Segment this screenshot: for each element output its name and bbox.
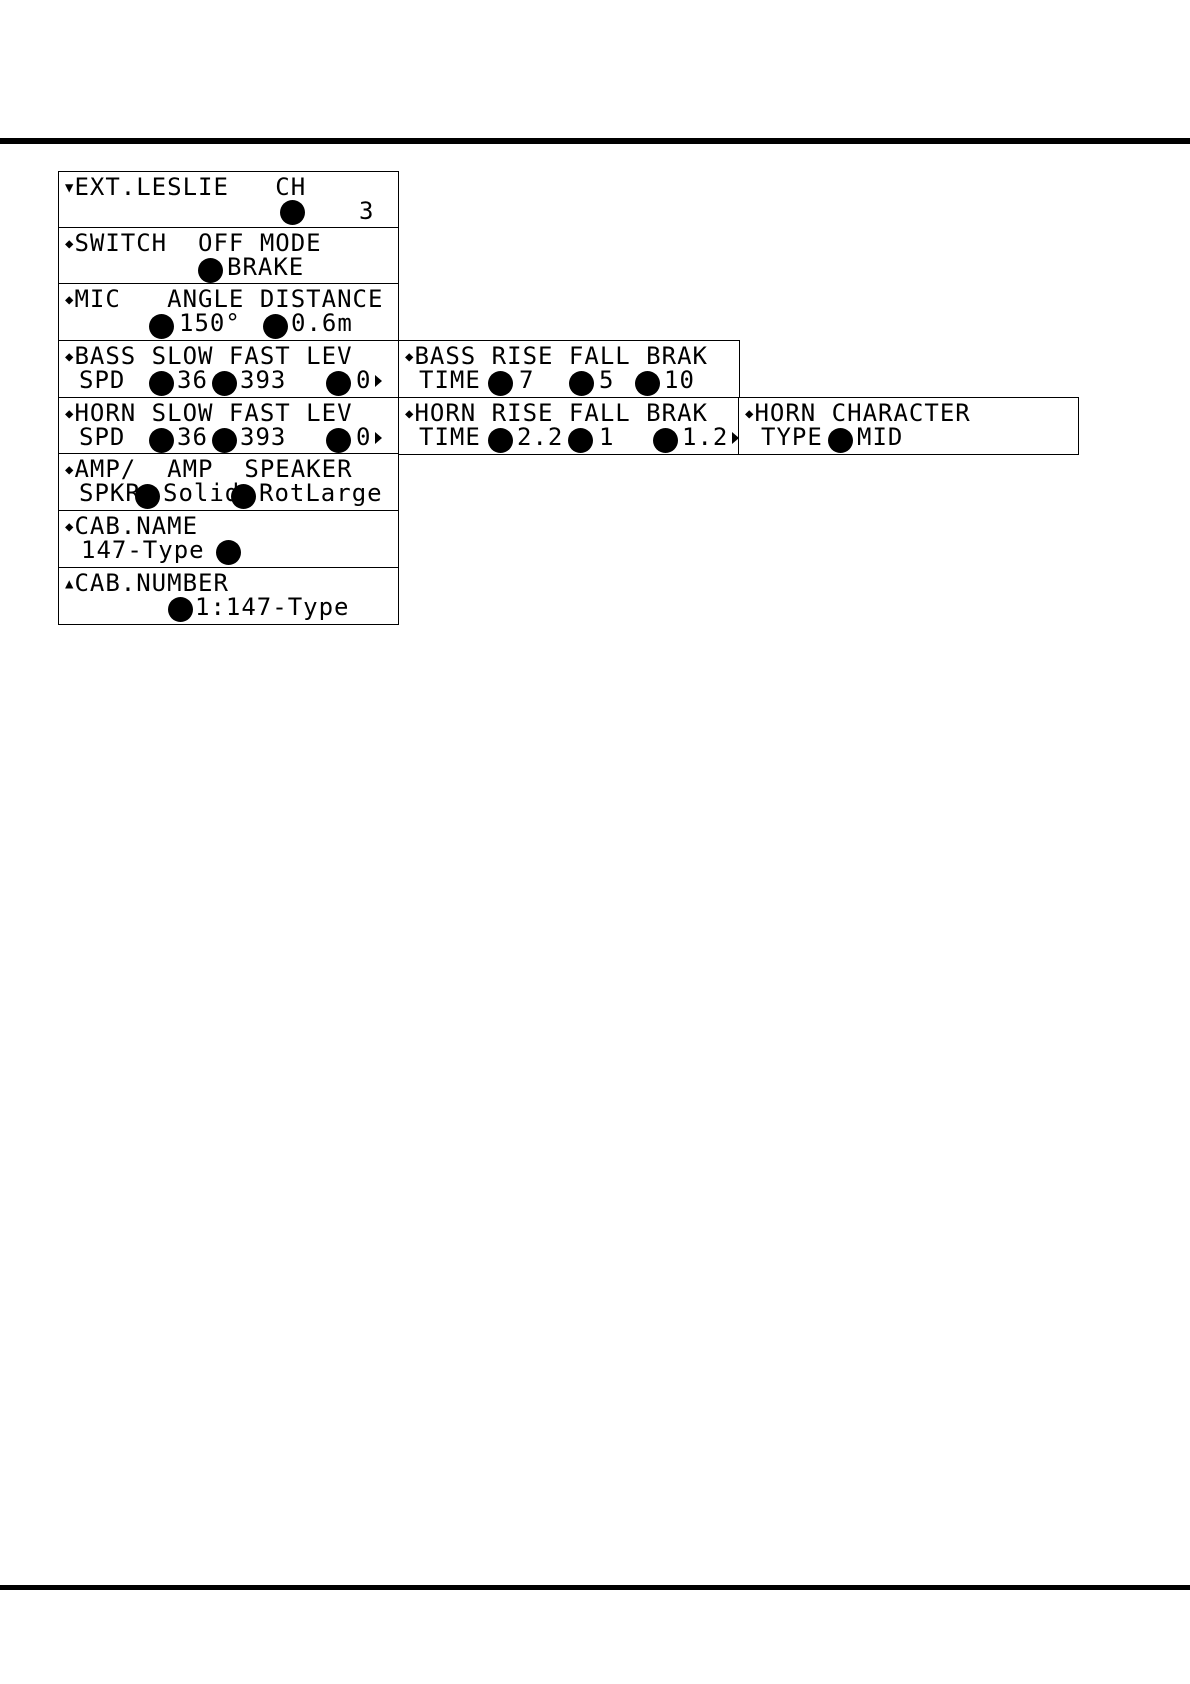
lcd-mic: ◆MIC ANGLE DISTANCE 150° 0.6m [58, 283, 399, 341]
cursor-dot-icon [569, 371, 594, 396]
lcd-line-2: 3 [359, 197, 375, 225]
lcd-bass-time: ◆BASS RISE FALL BRAK TIME 7 5 10 [398, 340, 740, 398]
lcd-value: 7 [519, 366, 535, 394]
lcd-line-2: SPKR [79, 479, 141, 507]
updown-arrow-icon: ◆ [65, 236, 75, 252]
lcd-value: 2.2 [517, 423, 564, 451]
cursor-dot-icon [653, 428, 678, 453]
lcd-value: 393 [240, 423, 287, 451]
lcd-line-2: BRAKE [227, 253, 305, 281]
updown-arrow-icon: ◆ [65, 406, 75, 422]
lcd-value: 1.2 [682, 425, 740, 449]
updown-arrow-icon: ◆ [65, 292, 75, 308]
lcd-line-2: TIME [419, 423, 481, 451]
lcd-line-1: ◆BASS SLOW FAST LEV [65, 342, 353, 370]
lcd-value: 0 [356, 425, 383, 449]
lcd-value: MID [857, 423, 904, 451]
lcd-amp-spkr: ◆AMP/ AMP SPEAKER SPKR Solid RotLarge [58, 453, 399, 511]
lcd-line-2: 1:147-Type [195, 593, 350, 621]
lcd-value: 36 [177, 423, 208, 451]
cursor-dot-icon [326, 371, 351, 396]
lcd-value: 1 [599, 423, 615, 451]
cursor-dot-icon [231, 484, 256, 509]
lcd-horn-spd: ◆HORN SLOW FAST LEV SPD 36 393 0 [58, 397, 400, 455]
lcd-value: 10 [664, 366, 695, 394]
lcd-horn-time: ◆HORN RISE FALL BRAK TIME 2.2 1 1.2 [398, 397, 740, 455]
lcd-line-1: ◆CAB.NAME [65, 512, 199, 540]
cursor-dot-icon [280, 200, 305, 225]
lcd-cab-name: ◆CAB.NAME 147-Type [58, 510, 399, 568]
down-arrow-icon: ▼ [65, 180, 75, 196]
lcd-line-1: ▼EXT.LESLIE CH [65, 173, 307, 201]
cursor-dot-icon [635, 371, 660, 396]
lcd-line-1: ◆HORN RISE FALL BRAK [405, 399, 708, 427]
lcd-value: Solid [163, 479, 241, 507]
cursor-dot-icon [168, 597, 193, 622]
up-arrow-icon: ▲ [65, 576, 75, 592]
lcd-line-2: 150° [179, 309, 241, 337]
lcd-line-2b: 0.6m [291, 309, 353, 337]
cursor-dot-icon [149, 371, 174, 396]
updown-arrow-icon: ◆ [65, 462, 75, 478]
updown-arrow-icon: ◆ [65, 349, 75, 365]
cursor-dot-icon [568, 428, 593, 453]
cursor-dot-icon [212, 371, 237, 396]
right-arrow-icon [375, 375, 383, 387]
lcd-line-1: ◆HORN CHARACTER [745, 399, 971, 427]
lcd-line-1: ▲CAB.NUMBER [65, 569, 229, 597]
footer-rule [0, 1585, 1190, 1590]
updown-arrow-icon: ◆ [745, 406, 755, 422]
cursor-dot-icon [149, 428, 174, 453]
cursor-dot-icon [488, 428, 513, 453]
cursor-dot-icon [198, 258, 223, 283]
lcd-line-1: ◆BASS RISE FALL BRAK [405, 342, 708, 370]
cursor-dot-icon [135, 484, 160, 509]
lcd-value: RotLarge [259, 479, 383, 507]
cursor-dot-icon [216, 540, 241, 565]
updown-arrow-icon: ◆ [405, 406, 415, 422]
lcd-horn-character: ◆HORN CHARACTER TYPE MID [738, 397, 1079, 455]
lcd-bass-spd: ◆BASS SLOW FAST LEV SPD 36 393 0 [58, 340, 400, 398]
right-arrow-icon [732, 432, 740, 444]
lcd-line-1: ◆SWITCH OFF MODE [65, 229, 322, 257]
header-rule [0, 138, 1190, 144]
lcd-switch: ◆SWITCH OFF MODE BRAKE [58, 227, 399, 285]
lcd-value: 5 [599, 366, 615, 394]
cursor-dot-icon [149, 314, 174, 339]
right-arrow-icon [375, 432, 383, 444]
lcd-line-1: ◆AMP/ AMP SPEAKER [65, 455, 353, 483]
lcd-line-2: TYPE [761, 423, 823, 451]
cursor-dot-icon [488, 371, 513, 396]
lcd-line-1: ◆HORN SLOW FAST LEV [65, 399, 353, 427]
lcd-value: 393 [240, 366, 287, 394]
lcd-ext-leslie: ▼EXT.LESLIE CH 3 [58, 171, 399, 229]
lcd-line-2: SPD [79, 366, 126, 394]
lcd-line-2: TIME [419, 366, 481, 394]
lcd-line-2: 147-Type [81, 536, 205, 564]
lcd-line-1: ◆MIC ANGLE DISTANCE [65, 285, 384, 313]
cursor-dot-icon [326, 428, 351, 453]
lcd-value: 36 [177, 366, 208, 394]
updown-arrow-icon: ◆ [405, 349, 415, 365]
lcd-cab-number: ▲CAB.NUMBER 1:147-Type [58, 567, 399, 625]
lcd-value: 0 [356, 368, 383, 392]
updown-arrow-icon: ◆ [65, 519, 75, 535]
cursor-dot-icon [212, 428, 237, 453]
cursor-dot-icon [828, 428, 853, 453]
cursor-dot-icon [263, 314, 288, 339]
lcd-line-2: SPD [79, 423, 126, 451]
